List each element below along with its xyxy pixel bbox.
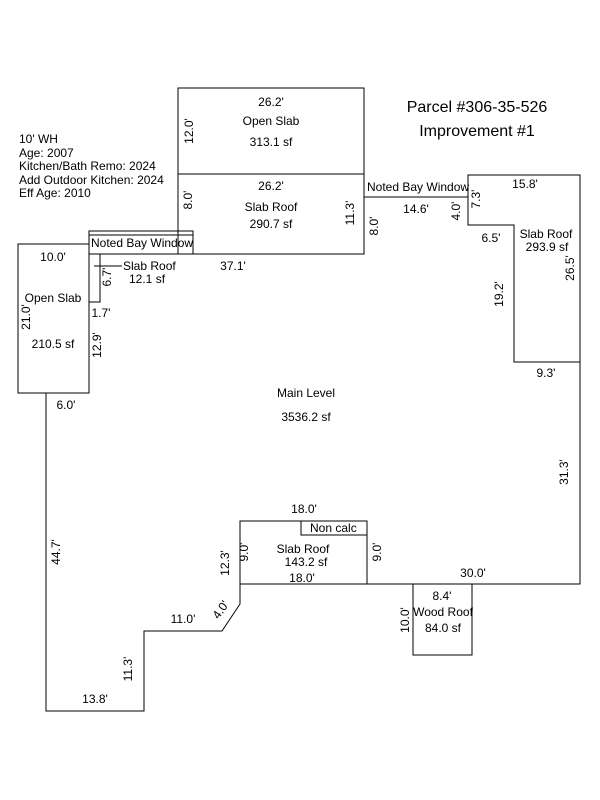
- dim-31-3: 31.3': [557, 459, 571, 485]
- parcel-title: Parcel #306-35-526: [407, 99, 548, 116]
- dim-30-0: 30.0': [460, 566, 486, 580]
- note-remodel: Kitchen/Bath Remo: 2024: [19, 159, 156, 173]
- dim-12-9: 12.9': [90, 332, 104, 358]
- dim-1-7: 1.7': [92, 306, 111, 320]
- wood-roof-outline: [412, 583, 473, 656]
- slab-roof-bottom-name: Slab Roof: [277, 542, 330, 556]
- dim-12-3: 12.3': [218, 550, 232, 576]
- dim-6-5: 6.5': [482, 231, 501, 245]
- dim-open-slab-top-depth: 12.0': [182, 118, 196, 144]
- main-level-area: 3536.2 sf: [281, 410, 331, 424]
- slab-roof-small-area: 12.1 sf: [129, 272, 166, 286]
- slab-roof-top-area: 290.7 sf: [250, 217, 293, 231]
- slab-roof-small-name: Slab Roof: [123, 259, 176, 273]
- main-level-outline-bottom: [45, 393, 413, 712]
- slab-roof-small-outline: [88, 253, 101, 303]
- dim-6-0: 6.0': [57, 398, 76, 412]
- dim-26-5: 26.5': [563, 255, 577, 281]
- dim-slab-roof-top-depth-right: 11.3': [343, 201, 357, 226]
- dim-6-7: 6.7': [100, 268, 114, 287]
- open-slab-top-name: Open Slab: [243, 114, 300, 128]
- dim-slab-roof-top-depth-left: 8.0': [181, 191, 195, 210]
- dim-bay-window-width: 14.6': [403, 202, 429, 216]
- note-age: Age: 2007: [19, 146, 74, 160]
- dim-8-0-right: 8.0': [367, 217, 381, 236]
- dim-10-0-wood: 10.0': [398, 607, 412, 633]
- dim-19-2: 19.2': [492, 281, 506, 307]
- dim-slab-roof-top-width: 26.2': [258, 179, 284, 193]
- dim-9-0-right: 9.0': [370, 543, 384, 562]
- improvement-title: Improvement #1: [419, 123, 535, 140]
- non-calc-outline: [300, 520, 368, 536]
- dim-18-0-bottom: 18.0': [289, 571, 315, 585]
- dim-9-0-left: 9.0': [237, 543, 251, 562]
- main-level-name: Main Level: [277, 386, 335, 400]
- dim-37-1: 37.1': [220, 259, 246, 273]
- dim-44-7: 44.7': [49, 539, 63, 565]
- dim-7-3: 7.3': [469, 190, 483, 209]
- open-slab-left-area: 210.5 sf: [32, 337, 75, 351]
- slab-roof-bottom-area: 143.2 sf: [285, 555, 328, 569]
- slab-roof-top-name: Slab Roof: [245, 200, 298, 214]
- wood-roof-area: 84.0 sf: [425, 621, 462, 635]
- dim-15-8: 15.8': [512, 177, 538, 191]
- open-slab-top-area: 313.1 sf: [250, 135, 293, 149]
- note-eff-age: Eff Age: 2010: [19, 186, 91, 200]
- dim-11-3-bottom: 11.3': [121, 657, 135, 682]
- dim-21-0: 21.0': [19, 304, 33, 330]
- dim-13-8: 13.8': [82, 692, 108, 706]
- wood-roof-name: Wood Roof: [413, 605, 473, 619]
- note-wh: 10' WH: [19, 132, 58, 146]
- non-calc-label: Non calc: [310, 521, 357, 535]
- dim-18-0-top: 18.0': [291, 502, 317, 516]
- bay-window-left-label: Noted Bay Window: [91, 236, 193, 250]
- dim-4-0-diagonal: 4.0': [210, 598, 232, 622]
- open-slab-left-name: Open Slab: [25, 291, 82, 305]
- bay-window-top-label: Noted Bay Window: [367, 180, 469, 194]
- dim-8-4: 8.4': [433, 589, 452, 603]
- dim-4-0-bay: 4.0': [449, 202, 463, 221]
- slab-roof-right-area: 293.9 sf: [526, 240, 569, 254]
- bay-window-left-outline: [88, 230, 194, 255]
- slab-roof-right-outline: [467, 175, 580, 363]
- dim-9-3: 9.3': [537, 366, 556, 380]
- dim-open-slab-top-width: 26.2': [258, 95, 284, 109]
- slab-roof-right-name: Slab Roof: [520, 227, 573, 241]
- dim-10-0-left: 10.0': [40, 250, 66, 264]
- dim-11-0: 11.0': [171, 612, 196, 626]
- note-outdoor-kitchen: Add Outdoor Kitchen: 2024: [19, 173, 164, 187]
